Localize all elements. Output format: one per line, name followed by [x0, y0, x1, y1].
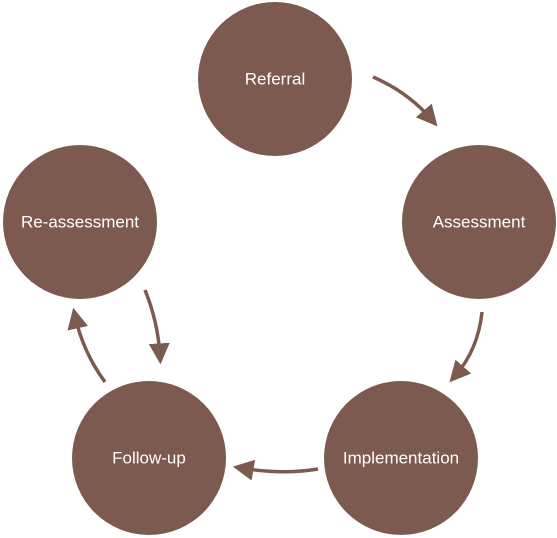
arrow-assessment-to-implementation [449, 311, 484, 383]
edges [67, 75, 484, 481]
arrow-re-assessment-to-follow-up [143, 289, 170, 365]
node-follow-up-label: Follow-up [112, 448, 186, 467]
node-re-assessment: Re-assessment [3, 145, 157, 299]
arrow-implementation-to-follow-up [232, 459, 319, 481]
node-follow-up-circle [72, 381, 226, 535]
node-implementation-circle [324, 381, 478, 535]
node-referral-circle [198, 2, 352, 156]
node-referral: Referral [198, 2, 352, 156]
node-assessment-label: Assessment [433, 212, 526, 231]
node-re-assessment-label: Re-assessment [21, 212, 139, 231]
node-implementation: Implementation [324, 381, 478, 535]
node-assessment: Assessment [402, 145, 556, 299]
arrow-referral-to-assessment [372, 75, 438, 127]
node-implementation-label: Implementation [343, 448, 459, 467]
node-assessment-circle [402, 145, 556, 299]
node-follow-up: Follow-up [72, 381, 226, 535]
arrow-follow-up-to-re-assessment [67, 307, 107, 384]
node-referral-label: Referral [245, 69, 305, 88]
node-re-assessment-circle [3, 145, 157, 299]
